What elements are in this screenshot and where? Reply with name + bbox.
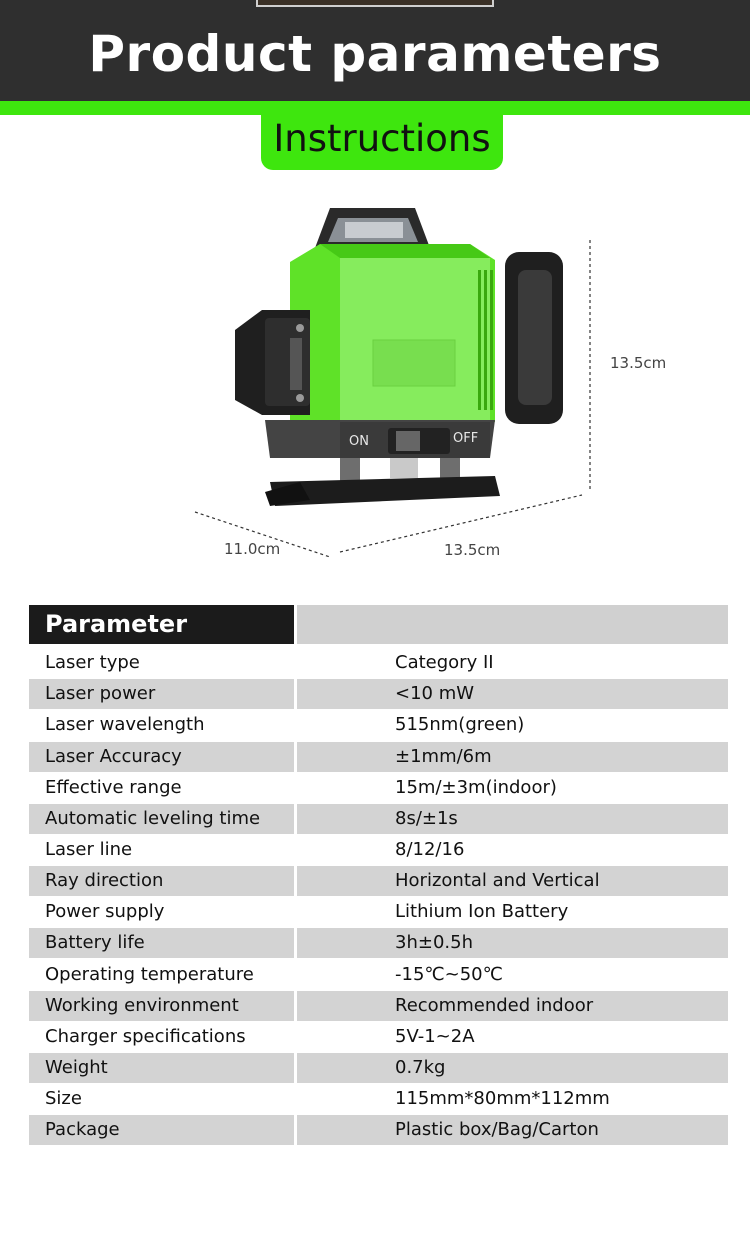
height-dimension: 13.5cm	[610, 354, 667, 372]
table-header-left: Parameter	[29, 605, 294, 644]
parameter-value: <10 mW	[395, 683, 475, 704]
row-name-cell: Power supply	[29, 897, 294, 927]
parameter-value: 8/12/16	[395, 839, 465, 860]
parameter-name: Automatic leveling time	[45, 808, 261, 829]
table-row: Operating temperature -15℃~50℃	[29, 960, 728, 990]
table-row: Ray direction Horizontal and Vertical	[29, 866, 728, 896]
row-name-cell: Working environment	[29, 991, 294, 1021]
parameter-name: Laser power	[45, 683, 156, 704]
parameter-value: Category II	[395, 652, 494, 673]
row-value-cell: Category II	[297, 648, 728, 678]
parameter-value: -15℃~50℃	[395, 964, 503, 985]
table-row: Battery life 3h±0.5h	[29, 928, 728, 958]
row-value-cell: 515nm(green)	[297, 710, 728, 740]
parameter-table: Parameter Laser type Category II Laser pow…	[29, 605, 728, 1145]
parameter-value: 8s/±1s	[395, 808, 458, 829]
parameter-name: Size	[45, 1088, 82, 1109]
parameter-name: Laser type	[45, 652, 140, 673]
row-name-cell: Effective range	[29, 773, 294, 803]
accent-line	[0, 101, 750, 115]
table-row: Power supply Lithium Ion Battery	[29, 897, 728, 927]
parameter-name: Laser line	[45, 839, 133, 860]
table-header-right	[297, 605, 728, 644]
table-header-label: Parameter	[45, 610, 188, 638]
table-row: Laser Accuracy ±1mm/6m	[29, 742, 728, 772]
parameter-value: 515nm(green)	[395, 714, 525, 735]
parameter-value: 3h±0.5h	[395, 932, 473, 953]
row-name-cell: Laser Accuracy	[29, 742, 294, 772]
parameter-name: Laser wavelength	[45, 714, 205, 735]
row-value-cell: 0.7kg	[297, 1053, 728, 1083]
row-name-cell: Laser line	[29, 835, 294, 865]
row-value-cell: 115mm*80mm*112mm	[297, 1084, 728, 1114]
parameter-name: Package	[45, 1119, 120, 1140]
row-name-cell: Automatic leveling time	[29, 804, 294, 834]
row-name-cell: Battery life	[29, 928, 294, 958]
row-name-cell: Ray direction	[29, 866, 294, 896]
table-row: Weight 0.7kg	[29, 1053, 728, 1083]
parameter-name: Laser Accuracy	[45, 746, 182, 767]
parameter-name: Charger specifications	[45, 1026, 246, 1047]
row-name-cell: Operating temperature	[29, 960, 294, 990]
row-value-cell: Horizontal and Vertical	[297, 866, 728, 896]
width-dimension: 13.5cm	[444, 541, 501, 559]
parameter-name: Working environment	[45, 995, 239, 1016]
row-value-cell: ±1mm/6m	[297, 742, 728, 772]
table-row: Effective range 15m/±3m(indoor)	[29, 773, 728, 803]
row-value-cell: <10 mW	[297, 679, 728, 709]
off-label: OFF	[453, 431, 478, 446]
row-value-cell: Plastic box/Bag/Carton	[297, 1115, 728, 1145]
parameter-name: Weight	[45, 1057, 108, 1078]
header-bar: Product parameters	[0, 0, 750, 101]
parameter-value: Recommended indoor	[395, 995, 594, 1016]
table-row: Package Plastic box/Bag/Carton	[29, 1115, 728, 1145]
row-name-cell: Weight	[29, 1053, 294, 1083]
parameter-name: Effective range	[45, 777, 182, 798]
parameter-name: Ray direction	[45, 870, 164, 891]
row-value-cell: 15m/±3m(indoor)	[297, 773, 728, 803]
parameter-name: Battery life	[45, 932, 145, 953]
row-name-cell: Size	[29, 1084, 294, 1114]
page-title: Product parameters	[88, 25, 662, 83]
parameter-name: Operating temperature	[45, 964, 254, 985]
table-row: Laser power <10 mW	[29, 679, 728, 709]
table-row: Charger specifications 5V-1~2A	[29, 1022, 728, 1052]
row-name-cell: Laser type	[29, 648, 294, 678]
subtitle-text: Instructions	[273, 117, 491, 160]
row-value-cell: Lithium Ion Battery	[297, 897, 728, 927]
row-name-cell: Charger specifications	[29, 1022, 294, 1052]
row-value-cell: 3h±0.5h	[297, 928, 728, 958]
row-value-cell: Recommended indoor	[297, 991, 728, 1021]
laser-level-image: ON OFF	[194, 208, 591, 558]
parameter-value: 15m/±3m(indoor)	[395, 777, 557, 798]
parameter-value: ±1mm/6m	[395, 746, 492, 767]
row-name-cell: Package	[29, 1115, 294, 1145]
top-tab	[256, 0, 494, 7]
table-row: Working environment Recommended indoor	[29, 991, 728, 1021]
row-value-cell: 5V-1~2A	[297, 1022, 728, 1052]
parameter-value: 5V-1~2A	[395, 1026, 475, 1047]
row-name-cell: Laser wavelength	[29, 710, 294, 740]
row-value-cell: 8s/±1s	[297, 804, 728, 834]
table-row: Automatic leveling time 8s/±1s	[29, 804, 728, 834]
parameter-value: 115mm*80mm*112mm	[395, 1088, 610, 1109]
parameter-value: 0.7kg	[395, 1057, 446, 1078]
row-value-cell: -15℃~50℃	[297, 960, 728, 990]
parameter-name: Power supply	[45, 901, 165, 922]
table-header: Parameter	[29, 605, 728, 644]
table-row: Laser type Category II	[29, 648, 728, 678]
table-row: Laser wavelength 515nm(green)	[29, 710, 728, 740]
subtitle-badge: Instructions	[261, 114, 503, 170]
depth-dimension: 11.0cm	[224, 540, 281, 558]
parameter-value: Plastic box/Bag/Carton	[395, 1119, 599, 1140]
table-row: Laser line 8/12/16	[29, 835, 728, 865]
parameter-value: Horizontal and Vertical	[395, 870, 600, 891]
table-row: Size 115mm*80mm*112mm	[29, 1084, 728, 1114]
parameter-value: Lithium Ion Battery	[395, 901, 569, 922]
row-value-cell: 8/12/16	[297, 835, 728, 865]
row-name-cell: Laser power	[29, 679, 294, 709]
on-label: ON	[349, 434, 369, 449]
